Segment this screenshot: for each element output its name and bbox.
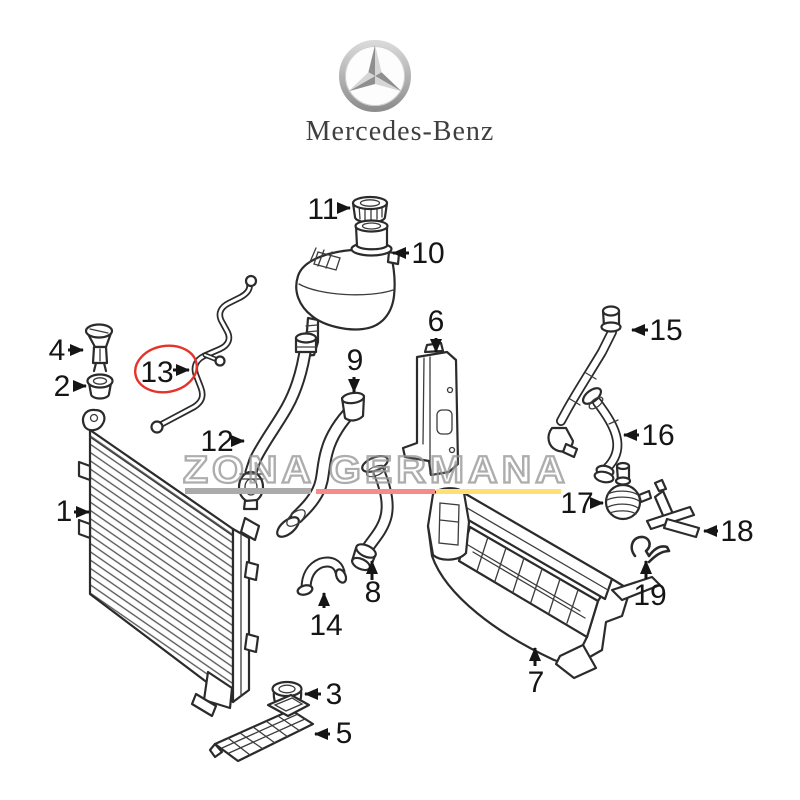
part-clip-4 [84, 323, 114, 373]
part-clip-19 [630, 535, 671, 564]
svg-text:13: 13 [140, 356, 173, 389]
part-bracket-panel [401, 341, 460, 477]
svg-text:6: 6 [428, 305, 445, 338]
callout-3: 3 [304, 678, 343, 711]
callout-17: 17 [560, 487, 604, 520]
svg-text:17: 17 [560, 487, 593, 520]
svg-text:3: 3 [326, 678, 343, 711]
callout-13: 13 [134, 344, 198, 394]
svg-text:12: 12 [200, 425, 233, 458]
callout-16: 16 [623, 419, 675, 452]
svg-text:11: 11 [307, 193, 338, 226]
callout-19: 19 [633, 560, 667, 612]
callout-9: 9 [347, 344, 364, 393]
svg-text:18: 18 [720, 515, 753, 548]
part-radiator [77, 408, 261, 718]
svg-text:4: 4 [49, 334, 66, 367]
mercedes-star-icon [339, 40, 411, 112]
part-hose-8 [350, 455, 394, 572]
part-bracket-18 [645, 478, 701, 539]
svg-text:8: 8 [365, 576, 382, 609]
part-cap [351, 195, 389, 224]
svg-text:15: 15 [649, 314, 682, 347]
callout-15: 15 [631, 314, 683, 347]
callout-14: 14 [309, 592, 343, 642]
part-grommet-2 [86, 373, 114, 400]
part-hose-16 [581, 387, 623, 484]
svg-text:2: 2 [54, 370, 71, 403]
part-hose-9 [276, 391, 366, 538]
callout-12: 12 [200, 425, 245, 458]
part-aux-pump [604, 461, 653, 521]
callout-6: 6 [428, 305, 445, 353]
svg-text:1: 1 [56, 495, 73, 528]
part-vent-hose [150, 274, 258, 434]
callout-11: 11 [307, 193, 351, 226]
part-hose-12 [237, 332, 318, 511]
svg-text:14: 14 [309, 609, 342, 642]
part-elbow-hose [296, 556, 348, 596]
svg-text:10: 10 [411, 237, 444, 270]
part-tray [208, 693, 315, 763]
highlight-ellipse-part-13 [134, 344, 198, 394]
callout-5: 5 [314, 717, 353, 750]
callout-7: 7 [528, 647, 545, 699]
svg-text:7: 7 [528, 666, 545, 699]
part-air-duct [426, 487, 662, 680]
svg-text:16: 16 [641, 419, 674, 452]
brand-name: Mercedes-Benz [305, 116, 495, 147]
callout-8: 8 [365, 560, 382, 609]
callout-2: 2 [54, 370, 87, 403]
part-hose-15 [547, 305, 622, 459]
svg-text:9: 9 [347, 344, 364, 377]
callout-1: 1 [56, 495, 90, 528]
callout-4: 4 [49, 334, 84, 367]
callout-18: 18 [703, 515, 754, 548]
svg-text:19: 19 [633, 579, 666, 612]
svg-text:5: 5 [336, 717, 353, 750]
callout-10: 10 [392, 237, 445, 270]
